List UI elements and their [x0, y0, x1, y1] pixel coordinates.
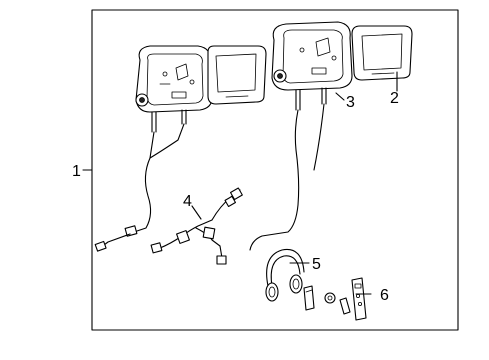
leader-3 [335, 92, 345, 101]
right-monitor-screen [351, 25, 413, 81]
headphones [265, 248, 305, 302]
wire-harness [94, 157, 243, 265]
callout-5: 5 [312, 256, 321, 273]
leader-4 [191, 205, 202, 220]
assembly-frame [91, 9, 459, 331]
right-headrest [249, 21, 353, 251]
left-monitor-screen [207, 45, 267, 105]
callout-3: 3 [346, 94, 355, 111]
remote-control-set [303, 277, 367, 321]
callout-2: 2 [390, 90, 399, 107]
callout-4: 4 [183, 193, 192, 210]
callout-6: 6 [380, 287, 389, 304]
callout-1: 1 [72, 163, 81, 180]
left-headrest [135, 45, 213, 159]
